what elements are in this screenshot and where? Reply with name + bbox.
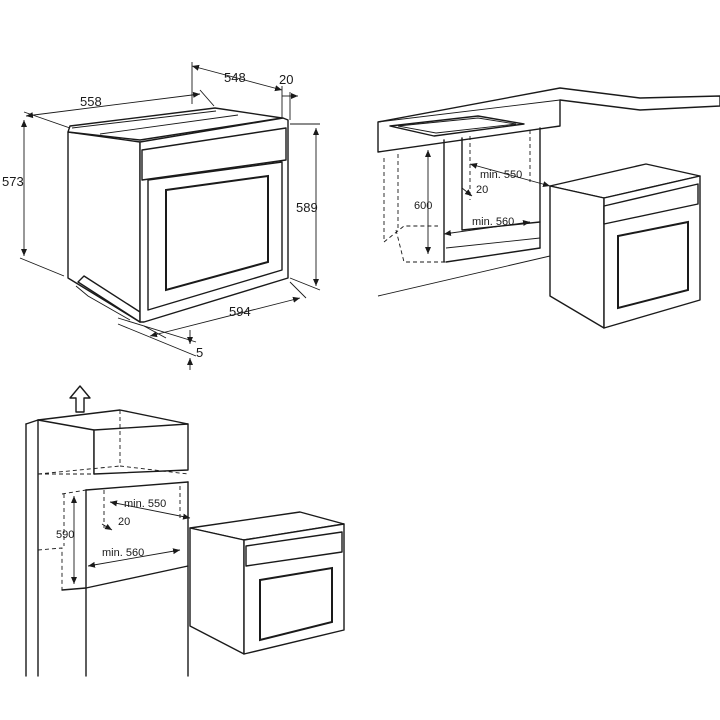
col-dim-min550-label: min. 550 bbox=[124, 498, 166, 510]
dim-5-label: 5 bbox=[196, 345, 203, 360]
oven-door-window bbox=[617, 220, 689, 310]
dim-20-top-label: 20 bbox=[279, 72, 293, 87]
dim-594-label: 594 bbox=[229, 304, 251, 319]
oven-control-panel bbox=[603, 183, 699, 225]
upper-cabinet-front bbox=[93, 423, 189, 475]
dim-min550-label: min. 550 bbox=[480, 169, 522, 181]
ventilation-arrow-icon bbox=[69, 385, 91, 413]
oven-dimensions-drawing: 558 548 20 573 589 594 5 bbox=[2, 62, 321, 370]
oven-door-window bbox=[259, 566, 333, 642]
worktop bbox=[377, 87, 720, 153]
column-installation: 590 min. 550 20 min. 560 bbox=[25, 385, 345, 677]
dim-600-label: 600 bbox=[414, 200, 432, 212]
col-dim-min560-label: min. 560 bbox=[102, 547, 144, 559]
oven-door-window bbox=[165, 174, 269, 292]
oven-control-panel bbox=[245, 531, 343, 567]
dim-min560-label: min. 560 bbox=[472, 216, 514, 228]
dim-573-label: 573 bbox=[2, 174, 24, 189]
column-oven-unit bbox=[189, 511, 345, 655]
dim-558-label: 558 bbox=[80, 94, 102, 109]
under-counter-installation: 600 min. 550 20 min. 560 bbox=[377, 87, 720, 329]
col-dim-20-label: 20 bbox=[118, 516, 130, 528]
oven-unit bbox=[549, 163, 701, 329]
dim-20-label: 20 bbox=[476, 184, 488, 196]
dim-548-label: 548 bbox=[224, 70, 246, 85]
oven-control-panel bbox=[141, 127, 287, 181]
dim-589-label: 589 bbox=[296, 200, 318, 215]
dim-590-label: 590 bbox=[56, 529, 74, 541]
